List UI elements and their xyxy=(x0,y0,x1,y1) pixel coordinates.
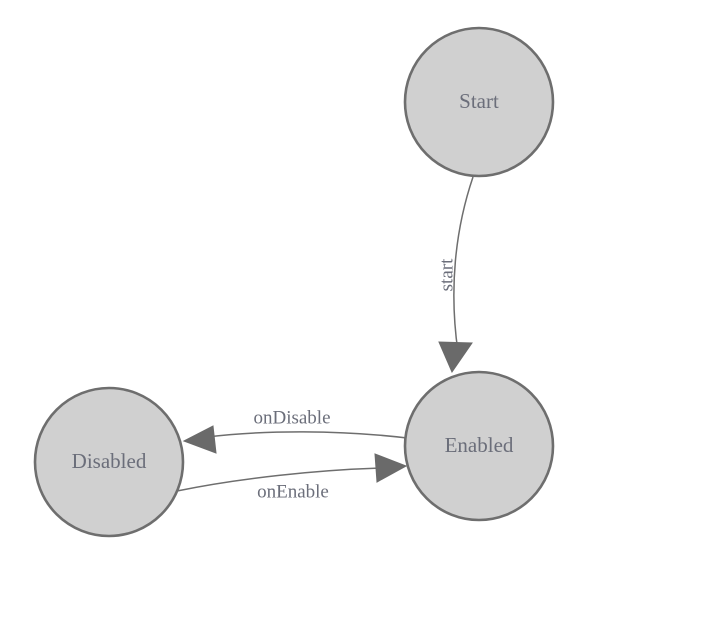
edge-start-to-enabled[interactable]: start xyxy=(436,176,474,374)
arrowhead-right-icon xyxy=(374,453,408,483)
edge-label-start: start xyxy=(436,258,457,291)
node-disabled[interactable]: Disabled xyxy=(33,386,185,538)
node-disabled-circle[interactable] xyxy=(33,386,185,538)
edge-label-onenable: onEnable xyxy=(257,481,329,502)
node-enabled-circle[interactable] xyxy=(403,370,555,522)
edge-disabled-to-enabled[interactable]: onEnable xyxy=(176,453,408,502)
node-disabled-label: Disabled xyxy=(72,449,147,473)
arrowhead-left-icon xyxy=(182,425,217,454)
edge-line-start-to-enabled xyxy=(453,176,474,353)
node-start-label: Start xyxy=(459,89,499,113)
edge-label-ondisable: onDisable xyxy=(253,407,330,428)
edge-line-disabled-to-enabled xyxy=(176,467,382,492)
node-start-circle[interactable] xyxy=(403,26,555,178)
node-enabled[interactable]: Enabled xyxy=(403,370,555,522)
arrowhead-down-icon xyxy=(438,341,473,374)
edge-line-enabled-to-disabled xyxy=(206,431,408,439)
node-start[interactable]: Start xyxy=(403,26,555,178)
edge-enabled-to-disabled[interactable]: onDisable xyxy=(182,407,408,454)
node-enabled-label: Enabled xyxy=(445,433,514,457)
